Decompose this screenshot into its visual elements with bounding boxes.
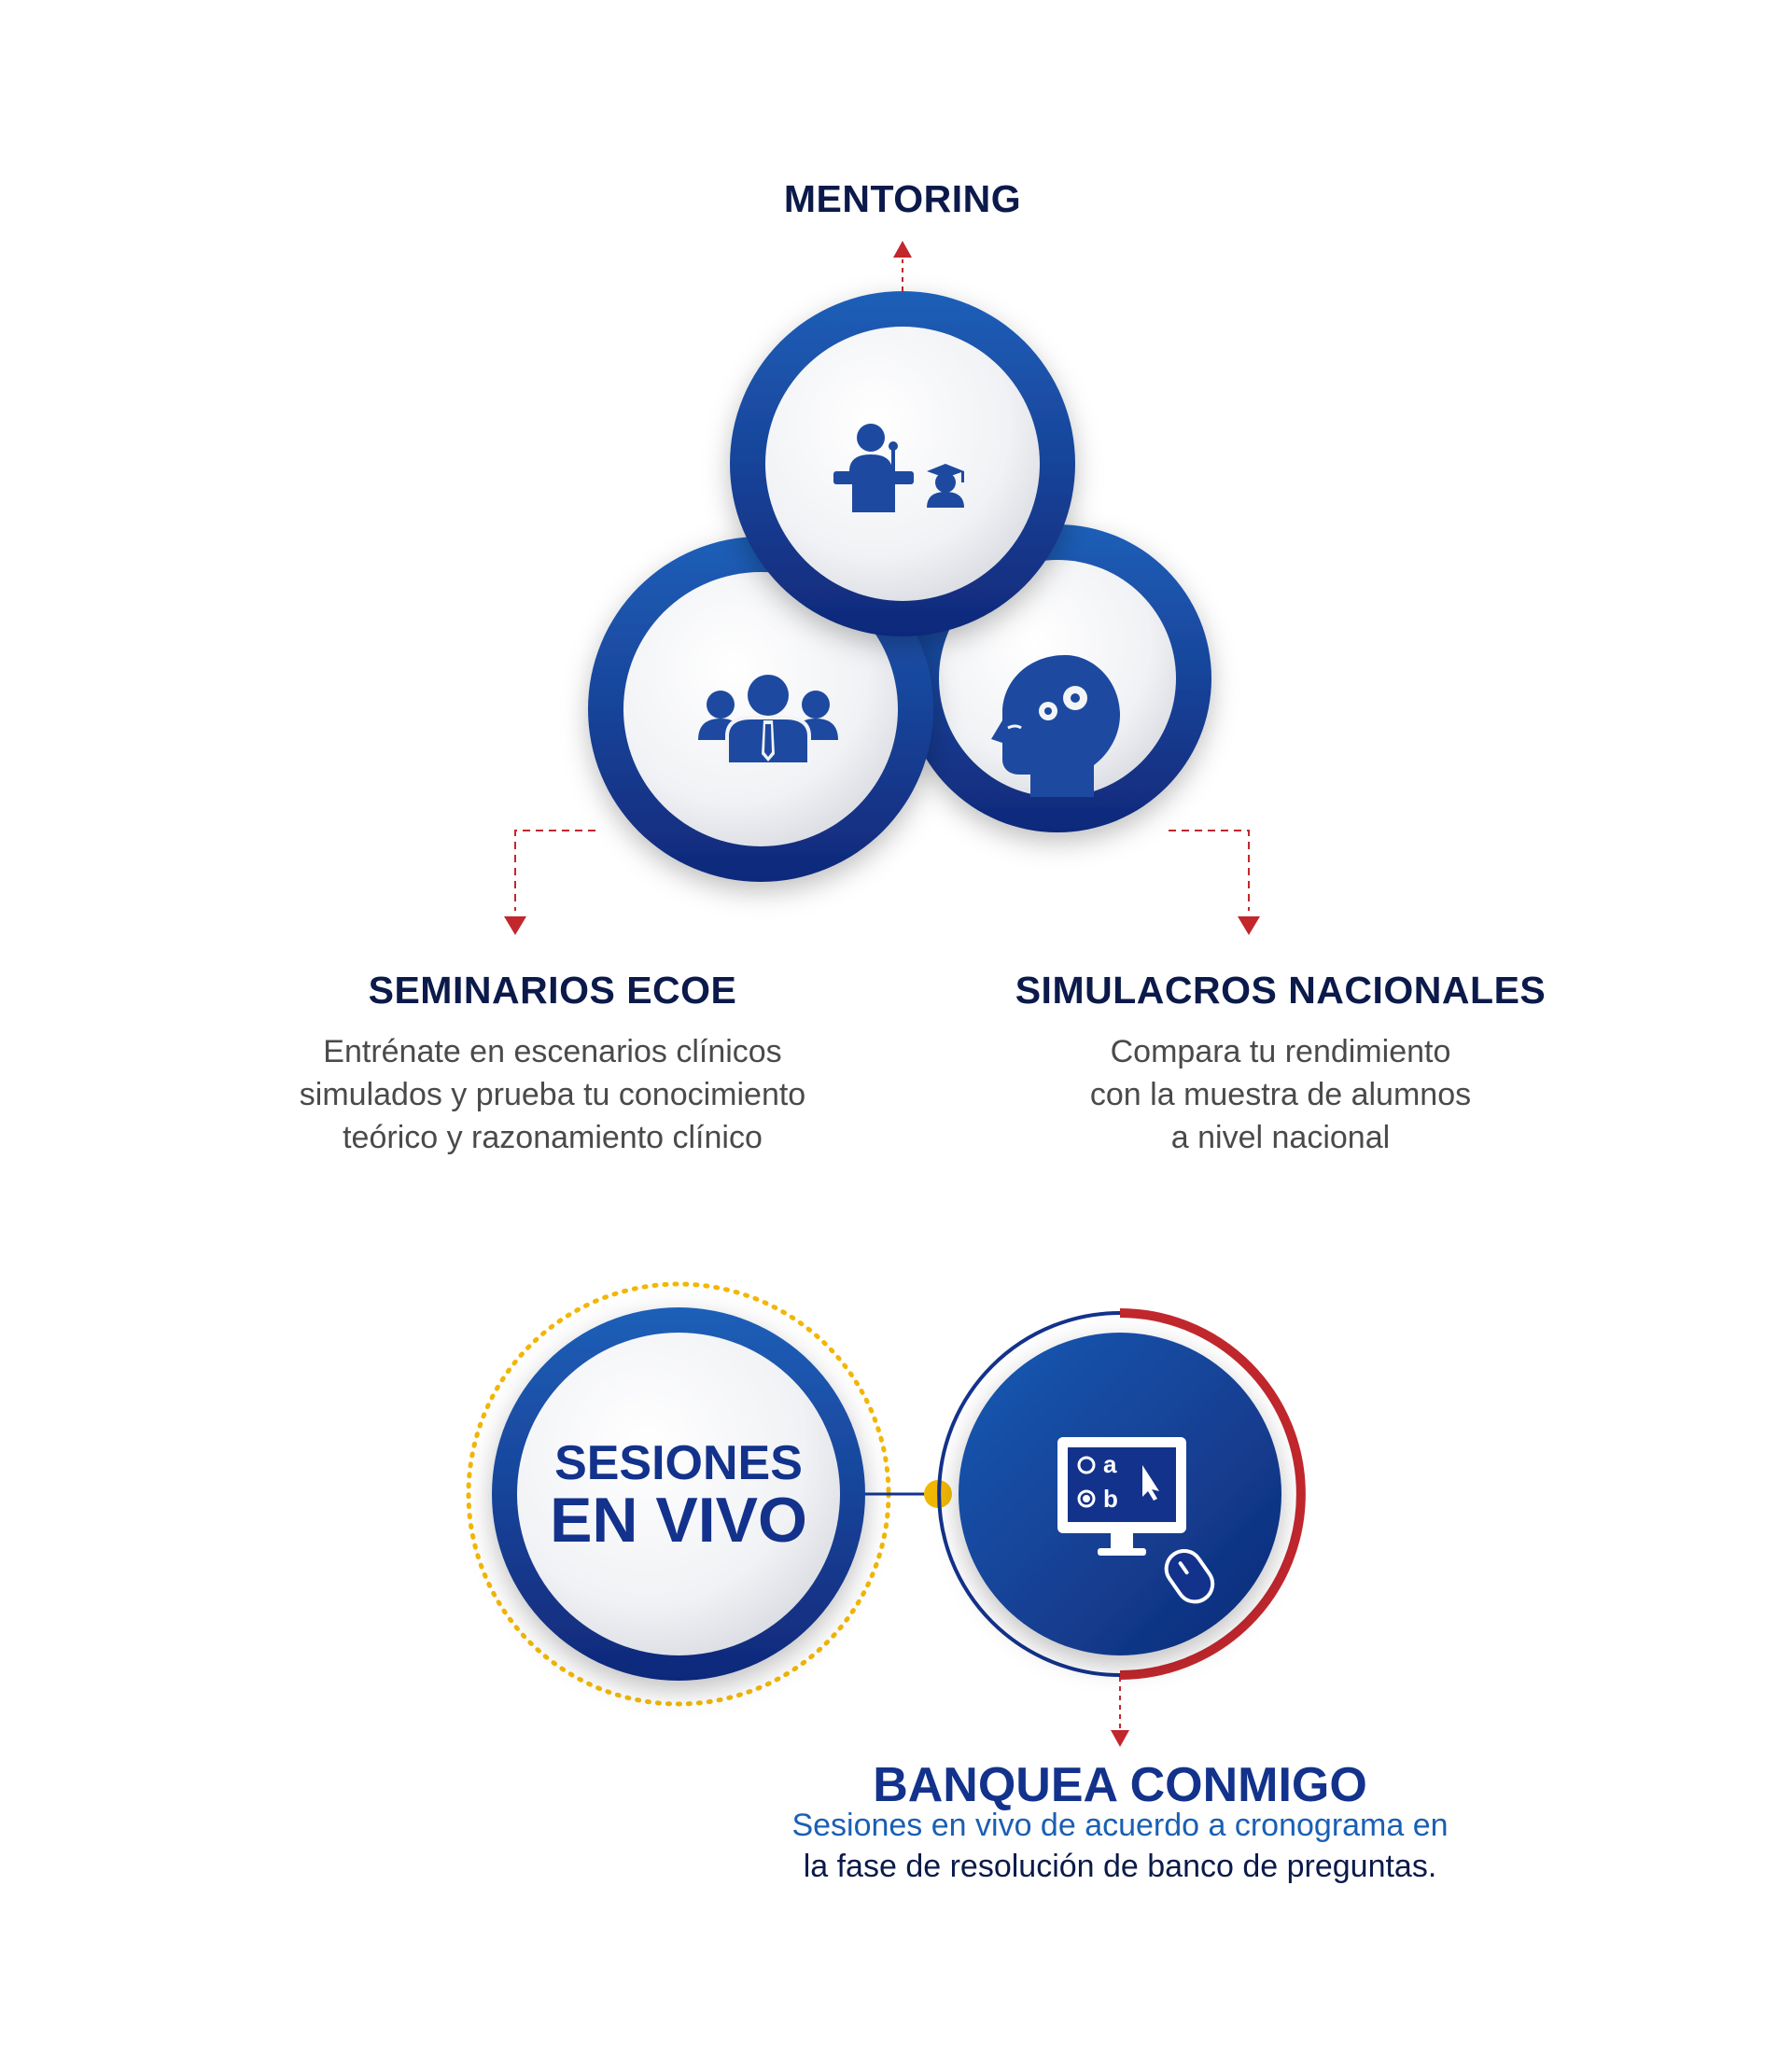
simulacros-line-1: Compara tu rendimiento bbox=[1110, 1034, 1451, 1069]
teacher-student-icon bbox=[833, 424, 964, 512]
seminarios-title: SEMINARIOS ECOE bbox=[368, 969, 737, 1012]
head-gears-icon bbox=[991, 655, 1120, 797]
simulacros-title: SIMULACROS NACIONALES bbox=[1015, 969, 1547, 1012]
seminarios-description: Entrénate en escenarios clínicos simulad… bbox=[226, 1030, 879, 1159]
sesiones-line-2: EN VIVO bbox=[550, 1485, 807, 1556]
simulacros-line-3: a nivel nacional bbox=[1170, 1120, 1391, 1155]
banquea-title: BANQUEA CONMIGO bbox=[873, 1758, 1367, 1812]
simulacros-connector bbox=[1169, 830, 1260, 935]
sesiones-line-1: SESIONES bbox=[554, 1436, 803, 1490]
sesiones-label: SESIONES EN VIVO bbox=[492, 1436, 865, 1556]
mentoring-connector bbox=[893, 241, 912, 291]
group-people-icon bbox=[698, 675, 838, 766]
computer-quiz-icon: a b bbox=[1057, 1437, 1215, 1604]
banquea-line-1: Sesiones en vivo de acuerdo a cronograma… bbox=[791, 1808, 1449, 1843]
mentoring-title: MENTORING bbox=[783, 177, 1022, 220]
mentoring-circle bbox=[730, 291, 1075, 636]
seminarios-line-1: Entrénate en escenarios clínicos bbox=[323, 1034, 782, 1069]
banquea-connector bbox=[1111, 1677, 1129, 1747]
banquea-line-2: la fase de resolución de banco de pregun… bbox=[803, 1849, 1437, 1884]
seminarios-connector bbox=[504, 830, 595, 935]
quiz-option-b: b bbox=[1103, 1485, 1118, 1513]
seminarios-line-3: teórico y razonamiento clínico bbox=[343, 1120, 763, 1155]
sesiones-circle bbox=[466, 1281, 891, 1707]
simulacros-line-2: con la muestra de alumnos bbox=[1089, 1077, 1472, 1112]
simulacros-description: Compara tu rendimiento con la muestra de… bbox=[1001, 1030, 1561, 1159]
quiz-option-a: a bbox=[1103, 1450, 1117, 1478]
seminarios-line-2: simulados y prueba tu conocimiento bbox=[299, 1077, 806, 1112]
banquea-description: Sesiones en vivo de acuerdo a cronograma… bbox=[709, 1805, 1531, 1887]
